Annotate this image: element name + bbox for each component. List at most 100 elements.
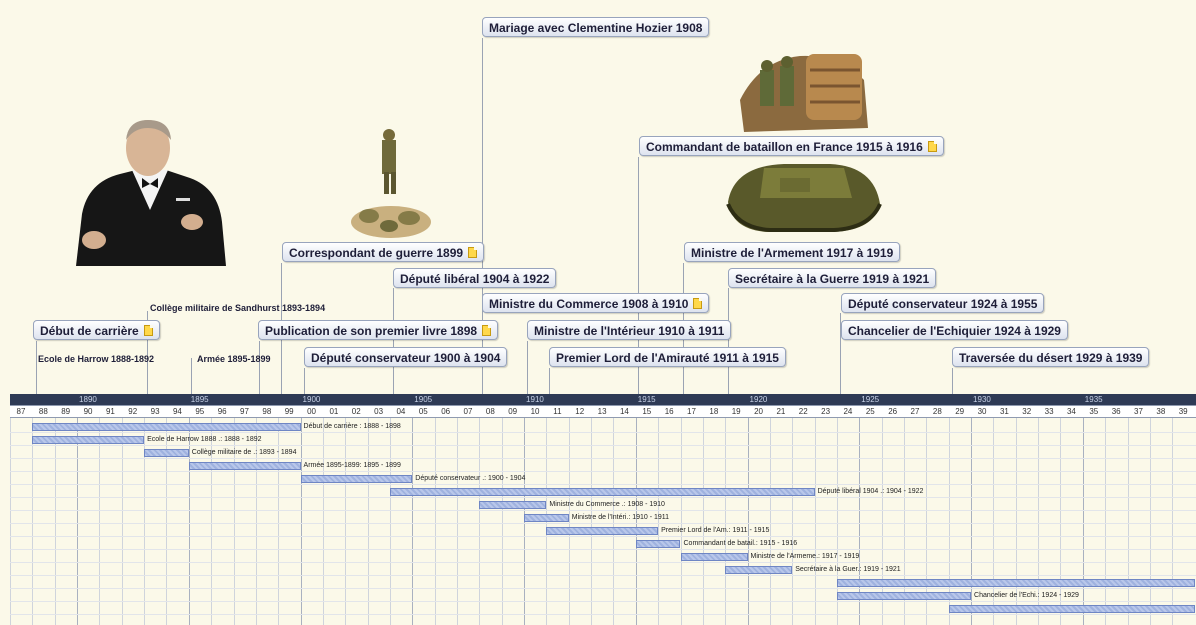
grid-row-line [10,471,1196,472]
callout-debut-carriere[interactable]: Début de carrière [33,320,160,340]
grid-row-line [10,575,1196,576]
decade-label: 1925 [861,395,880,404]
note-icon[interactable] [482,325,492,336]
grid-column-line [144,418,145,625]
gantt-bar[interactable] [32,423,301,431]
callout-label: Député conservateur 1924 à 1955 [848,297,1038,311]
year-label: 04 [396,407,406,416]
gantt-bar[interactable] [680,553,748,561]
year-label: 03 [374,407,384,416]
callout-label: Début de carrière [40,324,139,338]
grid-row-line [10,523,1196,524]
gantt-bar[interactable] [524,514,569,522]
year-label: 17 [687,407,696,416]
gantt-bar[interactable] [948,605,1195,613]
label-sandhurst[interactable]: Collège militaire de Sandhurst 1893-1894 [150,303,326,313]
year-label: 07 [463,407,473,416]
year-label: 16 [664,407,674,416]
callout-label: Correspondant de guerre 1899 [289,246,464,260]
year-label: 28 [932,407,942,416]
callout-publication[interactable]: Publication de son premier livre 1898 [258,320,499,340]
callout-commandant[interactable]: Commandant de bataillon en France 1915 à… [639,136,944,156]
grid-column-line [368,418,369,625]
churchill-portrait-image [76,120,226,266]
callout-interieur[interactable]: Ministre de l'Intérieur 1910 à 1911 [527,320,732,340]
connector-line [304,368,305,394]
label-harrow[interactable]: Ecole de Harrow 1888-1892 [38,354,155,364]
ww1-tank-image [726,164,882,232]
decade-label: 1900 [302,395,321,404]
year-label: 02 [351,407,361,416]
grid-column-line [10,418,11,625]
grid-column-line [681,418,682,625]
note-icon[interactable] [468,247,478,258]
year-label: 32 [1022,407,1032,416]
callout-commerce[interactable]: Ministre du Commerce 1908 à 1910 [482,293,710,313]
year-label: 29 [955,407,965,416]
grid-column-line [345,418,346,625]
gantt-bar[interactable] [725,566,793,574]
gantt-bar[interactable] [479,501,547,509]
callout-label: Ministre de l'Armement 1917 à 1919 [691,246,894,260]
note-icon[interactable] [143,325,153,336]
gantt-bar[interactable] [546,527,659,535]
callout-depute-liberal[interactable]: Député libéral 1904 à 1922 [393,268,557,288]
year-label: 33 [1044,407,1054,416]
year-label: 35 [1089,407,1099,416]
gantt-bar[interactable] [144,449,189,457]
callout-depute-conservateur-1924[interactable]: Député conservateur 1924 à 1955 [841,293,1045,313]
callout-amiraute[interactable]: Premier Lord de l'Amirauté 1911 à 1915 [549,347,786,367]
note-icon[interactable] [693,298,703,309]
year-label: 21 [776,407,786,416]
gantt-bar[interactable] [635,540,681,548]
year-label: 09 [508,407,518,416]
callout-secretaire[interactable]: Secrétaire à la Guerre 1919 à 1921 [728,268,937,288]
callout-traversee[interactable]: Traversée du désert 1929 à 1939 [952,347,1150,367]
callout-correspondant[interactable]: Correspondant de guerre 1899 [282,242,485,262]
year-label: 37 [1134,407,1143,416]
grid-column-line [815,418,816,625]
grid-row-line [10,458,1196,459]
gantt-bar-label: Premier Lord de l'Am.: 1911 - 1915 [661,527,770,534]
grid-column-line [189,418,190,625]
year-label: 89 [61,407,71,416]
connector-line [36,341,37,394]
grid-row-line [10,432,1196,433]
gantt-bar[interactable] [300,475,413,483]
year-label: 24 [843,407,853,416]
year-label: 31 [999,407,1009,416]
connector-line [728,288,729,394]
callout-label: Traversée du désert 1929 à 1939 [959,351,1143,365]
callout-armement[interactable]: Ministre de l'Armement 1917 à 1919 [684,242,901,262]
decade-label: 1895 [190,395,209,404]
gantt-bar-label: Collège militaire de .: 1893 - 1894 [191,449,297,456]
gantt-bar[interactable] [389,488,815,496]
gantt-bar[interactable] [836,592,972,600]
grid-column-line [1060,418,1061,625]
callout-label: Député libéral 1904 à 1922 [400,272,550,286]
year-label: 26 [888,407,898,416]
grid-column-line [1016,418,1017,625]
callout-label: Ministre du Commerce 1908 à 1910 [489,297,689,311]
year-label: 10 [530,407,540,416]
grid-column-line [412,418,413,625]
callout-label: Commandant de bataillon en France 1915 à… [646,140,923,154]
gantt-bar[interactable] [188,462,301,470]
callout-mariage[interactable]: Mariage avec Clementine Hozier 1908 [482,17,710,37]
note-icon[interactable] [927,141,937,152]
grid-column-line [725,418,726,625]
callout-chancelier[interactable]: Chancelier de l'Echiquier 1924 à 1929 [841,320,1068,340]
year-label: 25 [865,407,875,416]
year-label: 94 [172,407,182,416]
gantt-bar[interactable] [32,436,145,444]
grid-row-line [10,562,1196,563]
label-armee[interactable]: Armée 1895-1899 [197,354,271,364]
grid-column-line [301,418,302,625]
year-label: 95 [195,407,205,416]
callout-depute-conservateur-1900[interactable]: Député conservateur 1900 à 1904 [304,347,508,367]
year-label: 87 [16,407,26,416]
year-label: 13 [597,407,607,416]
grid-column-line [703,418,704,625]
connector-line [259,341,260,394]
gantt-bar[interactable] [836,579,1195,587]
